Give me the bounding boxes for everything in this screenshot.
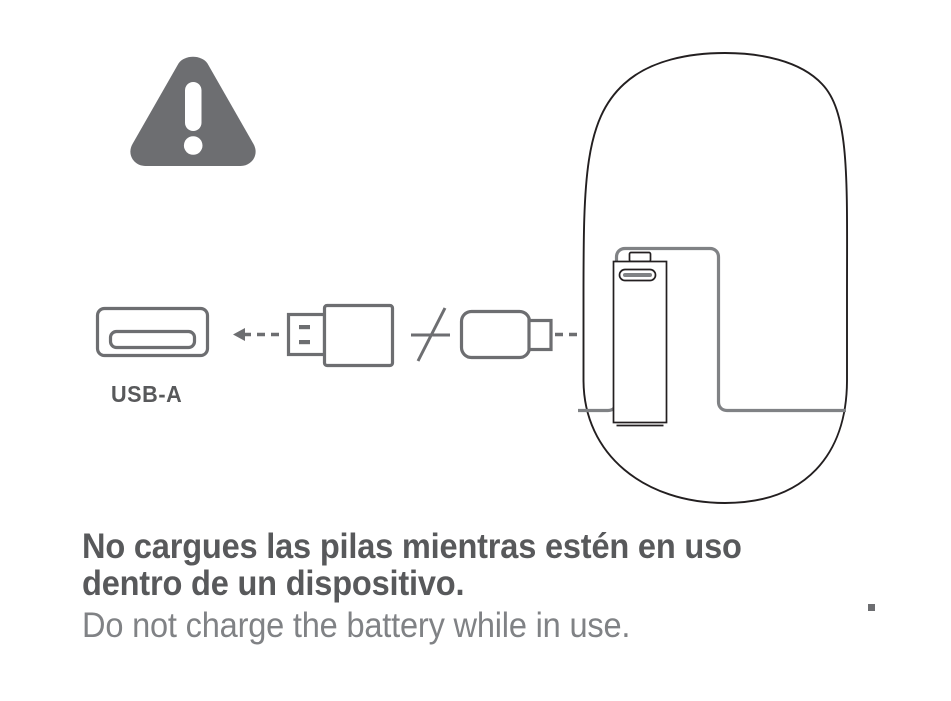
caption-block: No cargues las pilas mientras estén en u… bbox=[82, 528, 882, 646]
battery-icon bbox=[612, 251, 668, 427]
usb-c-plug-tip bbox=[527, 318, 553, 352]
warning-exclamation-dot bbox=[183, 136, 203, 155]
usb-a-plug-icon bbox=[286, 303, 395, 368]
usb-c-plug-body bbox=[459, 309, 532, 360]
battery-positive-terminal-icon bbox=[628, 251, 652, 263]
warning-exclamation-bar bbox=[185, 82, 202, 131]
caption-secondary-english: Do not charge the battery while in use. bbox=[82, 606, 631, 645]
warning-triangle-icon bbox=[130, 56, 256, 166]
usb-a-plug-tip bbox=[286, 312, 327, 357]
prohibition-slash-icon bbox=[411, 307, 450, 362]
stray-period-mark bbox=[868, 604, 875, 611]
usb-a-plug-body bbox=[322, 303, 395, 368]
usb-c-plug-icon bbox=[459, 309, 553, 360]
arrow-left-dashed-icon bbox=[233, 328, 279, 341]
usb-a-label: USB-A bbox=[111, 381, 183, 407]
usb-a-plug-contact-top bbox=[299, 325, 310, 330]
caption-primary-spanish: No cargues las pilas mientras estén en u… bbox=[82, 527, 742, 603]
usb-c-socket-icon bbox=[618, 268, 657, 282]
battery-body bbox=[612, 260, 668, 424]
usb-a-port-icon bbox=[95, 306, 210, 358]
usb-a-plug-contact-bottom bbox=[299, 340, 310, 345]
